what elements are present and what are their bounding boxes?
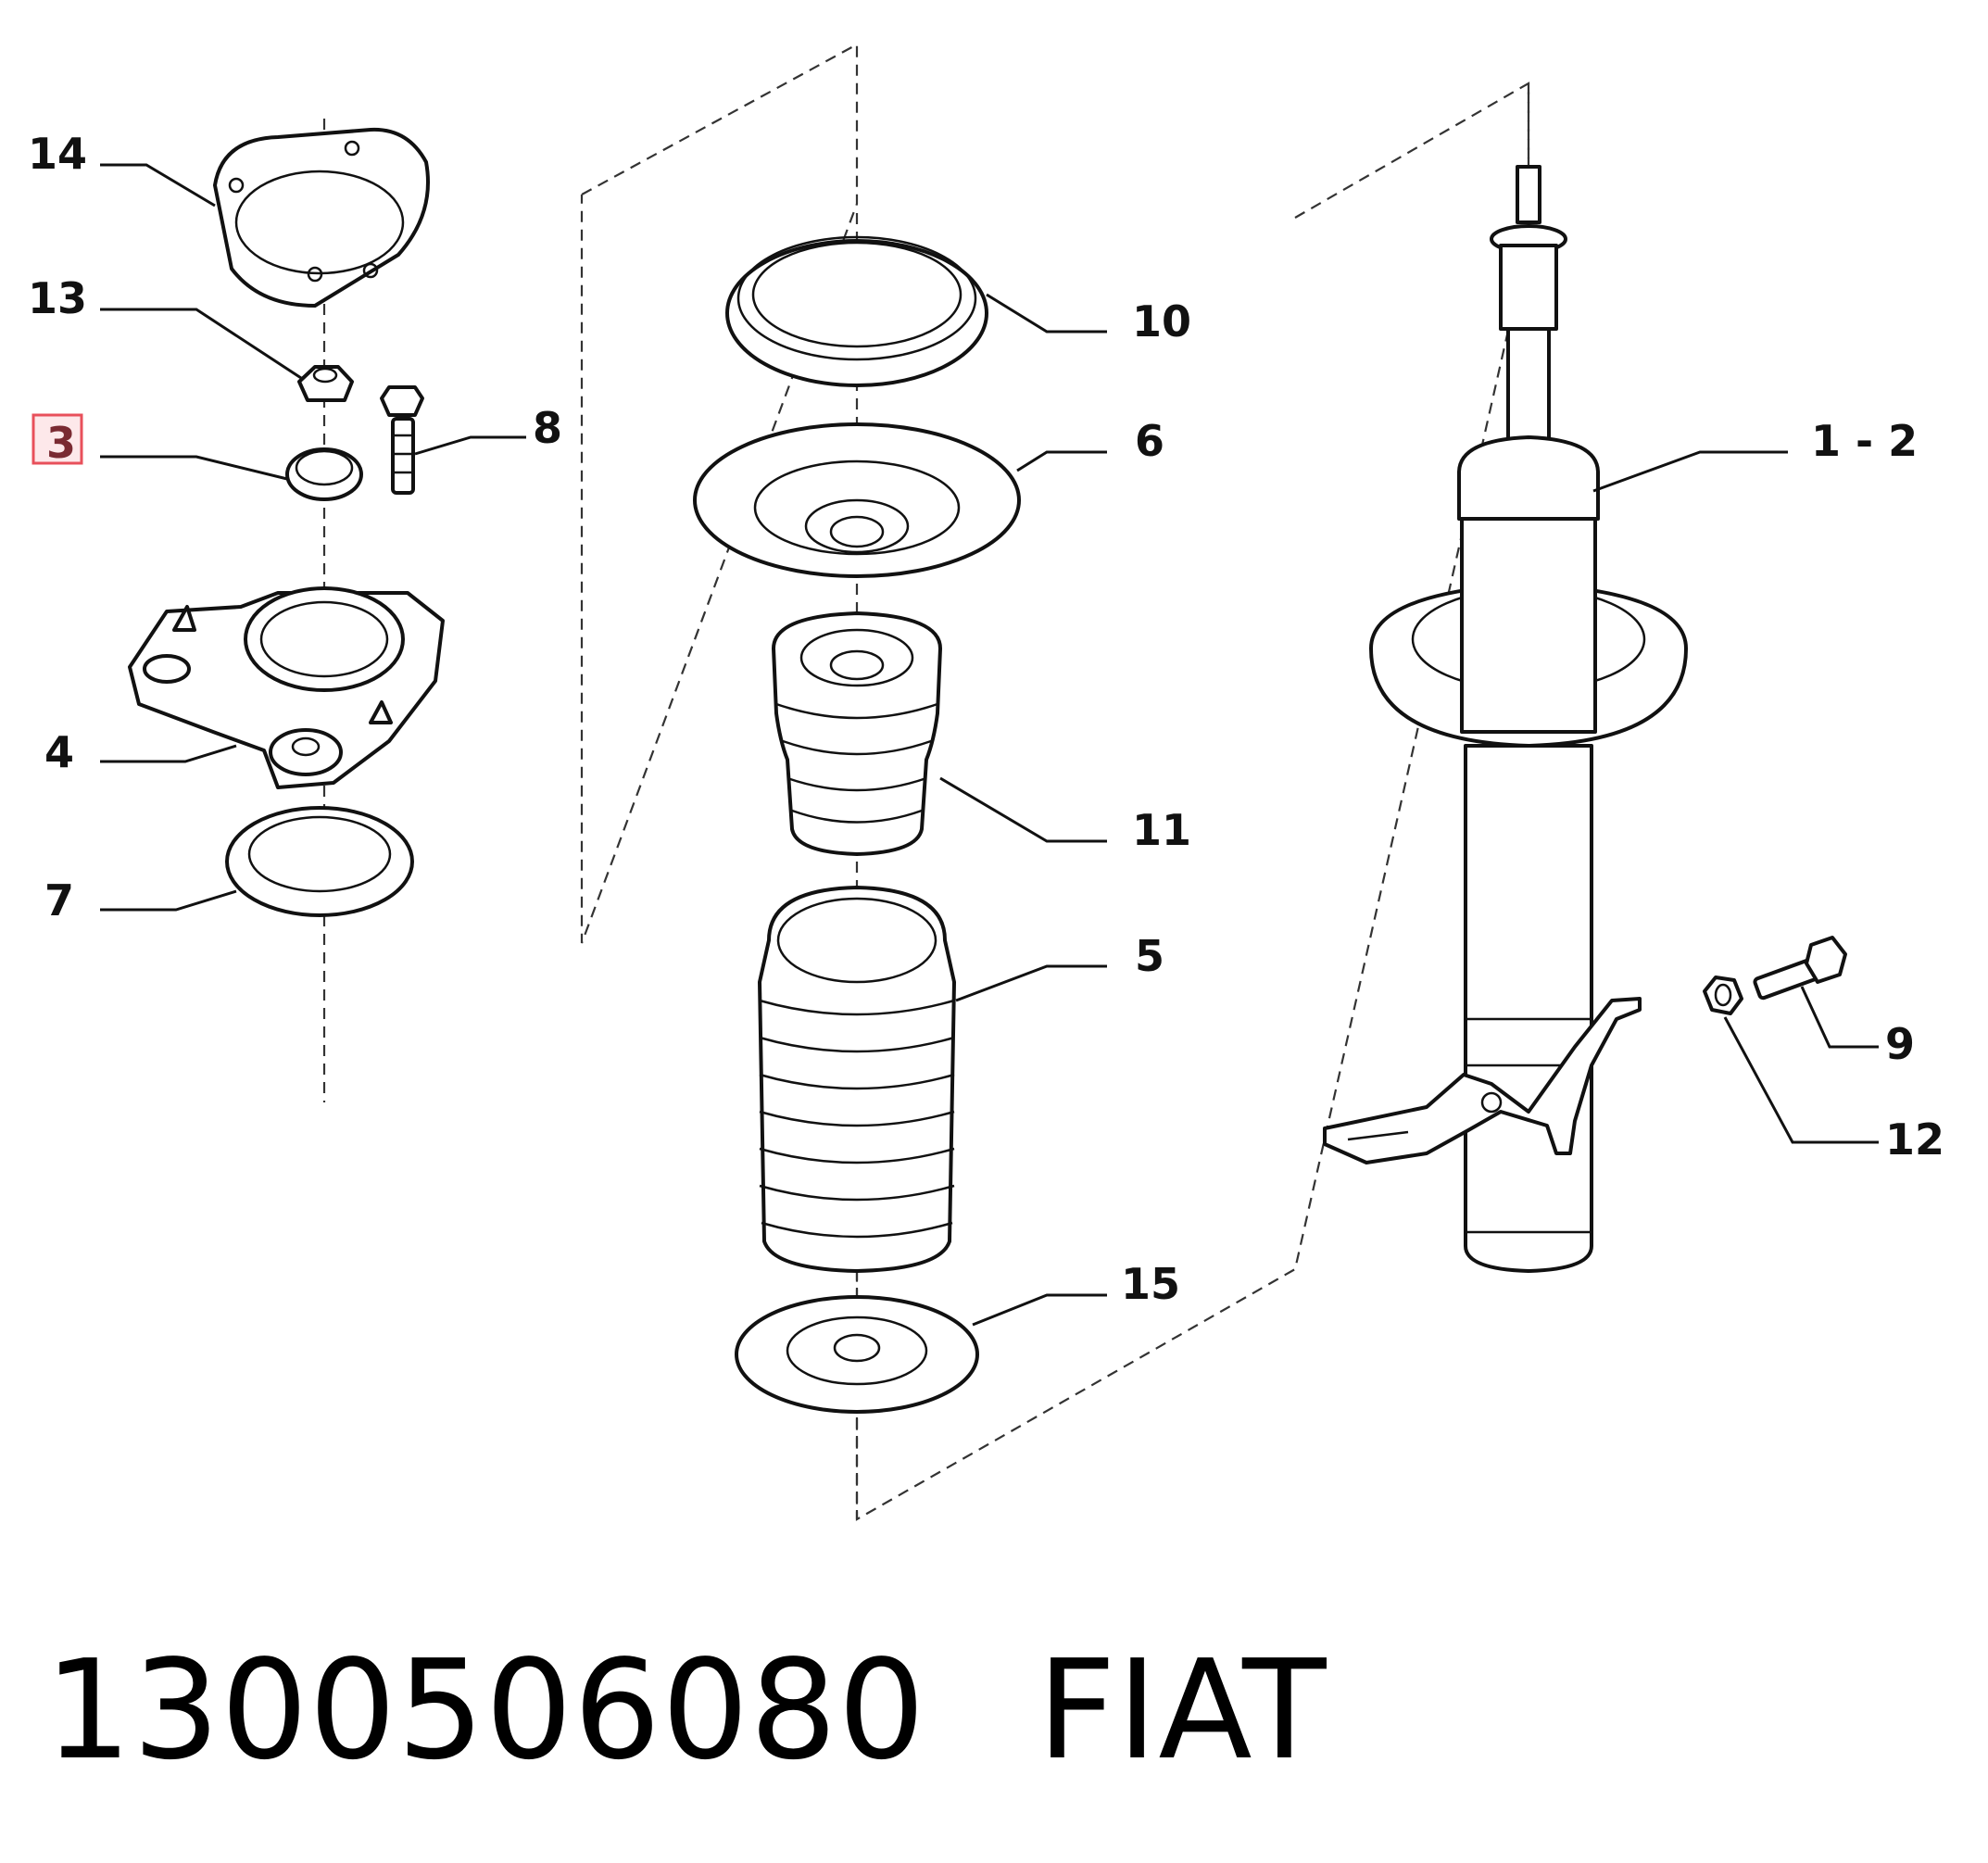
part-7-seal-ring xyxy=(225,806,414,917)
part-12-nut xyxy=(1703,976,1743,1015)
callout-10-text: 10 xyxy=(1132,296,1191,346)
callout-11[interactable]: 11 xyxy=(1132,805,1191,855)
part-3-ring xyxy=(285,447,363,501)
callout-12[interactable]: 12 xyxy=(1885,1114,1944,1164)
callout-1-2-text: 1 - 2 xyxy=(1811,416,1918,466)
callout-12-text: 12 xyxy=(1885,1114,1944,1164)
callout-4-text: 4 xyxy=(44,727,74,777)
part-9-bolt xyxy=(1753,936,1847,1001)
assembly-guide-left xyxy=(580,43,859,944)
callout-14-text: 14 xyxy=(28,129,87,179)
callout-11-text: 11 xyxy=(1132,805,1191,855)
callout-8[interactable]: 8 xyxy=(533,403,562,453)
callout-6-text: 6 xyxy=(1135,416,1164,466)
part-14-top-plate xyxy=(213,127,430,308)
part-8-bolt xyxy=(380,385,424,495)
callout-3-text: 3 xyxy=(46,418,76,468)
callout-15-text: 15 xyxy=(1121,1259,1180,1309)
callout-9-text: 9 xyxy=(1885,1019,1915,1069)
callout-13-text: 13 xyxy=(28,273,87,323)
callout-15[interactable]: 15 xyxy=(1121,1259,1180,1309)
part-number: 1300506080 xyxy=(44,1630,926,1790)
callout-7[interactable]: 7 xyxy=(44,875,74,925)
part-13-nut xyxy=(297,365,354,402)
callout-1-2[interactable]: 1 - 2 xyxy=(1811,416,1918,466)
leader-lines xyxy=(100,163,1879,1327)
callout-10[interactable]: 10 xyxy=(1132,296,1191,346)
brand-name: FIAT xyxy=(1037,1630,1327,1790)
callout-9[interactable]: 9 xyxy=(1885,1019,1915,1069)
part-11-bump-stop xyxy=(772,611,942,856)
part-15-lower-seat xyxy=(735,1295,979,1414)
part-5-dust-boot xyxy=(758,886,956,1273)
callout-13[interactable]: 13 xyxy=(28,273,87,323)
part-10-bearing-cup xyxy=(725,235,988,387)
part-1-2-shock-absorber xyxy=(1323,165,1688,1273)
part-6-spring-seat xyxy=(693,422,1021,578)
part-caption: 1300506080 FIAT xyxy=(44,1630,1327,1790)
callout-8-text: 8 xyxy=(533,403,562,453)
callout-3-highlight-box xyxy=(31,413,83,465)
callout-5[interactable]: 5 xyxy=(1135,931,1164,981)
callout-3[interactable]: 3 xyxy=(31,413,83,468)
callout-7-text: 7 xyxy=(44,875,74,925)
part-4-strut-mount xyxy=(128,586,445,789)
callout-6[interactable]: 6 xyxy=(1135,416,1164,466)
callout-14[interactable]: 14 xyxy=(28,129,87,179)
callout-4[interactable]: 4 xyxy=(44,727,74,777)
callout-5-text: 5 xyxy=(1135,931,1164,981)
